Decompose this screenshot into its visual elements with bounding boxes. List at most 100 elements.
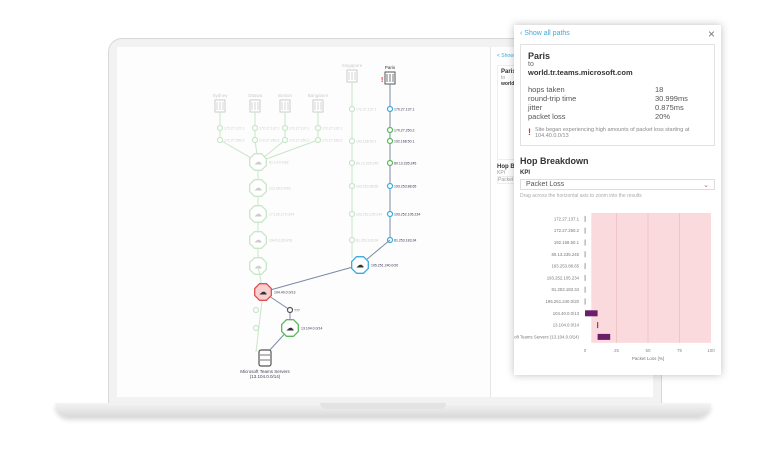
category-label: 13.104.0.0/14: [553, 323, 580, 328]
stat-row: jitter 0.875ms: [528, 103, 707, 112]
alert-icon: !: [381, 77, 383, 84]
category-label: 193.252.105.234: [547, 275, 580, 280]
bar: [585, 310, 598, 317]
hop-label: 193.252.105.234: [394, 213, 420, 217]
hop-node: [314, 136, 322, 144]
laptop-notch: [320, 403, 446, 409]
bar: [597, 333, 611, 340]
bar: [584, 263, 586, 270]
path-link: [255, 291, 264, 353]
bar: [597, 322, 599, 329]
network-cloud: [249, 231, 267, 249]
behind-kpi: KPI: [497, 170, 506, 176]
hop-node: [251, 124, 259, 132]
bar: [584, 274, 586, 281]
hop-label: 80.13.235.245: [394, 162, 416, 166]
close-icon[interactable]: ×: [707, 27, 715, 41]
category-label: 81.253.183.34: [552, 287, 580, 292]
cloud-icon: ☁: [286, 324, 294, 333]
chart-hint: Drag across the horizontal axis to zoom …: [520, 193, 642, 199]
server-icon: [258, 349, 272, 367]
hop-label: 172.27.250.2: [224, 139, 244, 143]
show-all-paths-link[interactable]: ‹ Show all paths: [520, 30, 570, 37]
hop-node: [348, 105, 356, 113]
hop-node: [386, 105, 394, 113]
hop-node: [348, 137, 356, 145]
hop-label: 172.27.137.1: [356, 108, 376, 112]
hop-label: 172.27.250.2: [259, 139, 279, 143]
cloud-label: 195.251.240.0/20: [371, 264, 398, 268]
behind-dest: world: [501, 81, 515, 87]
cloud-icon: ☁: [254, 236, 262, 245]
kpi-select[interactable]: Packet Loss⌄: [520, 179, 715, 190]
hop-label: 170.27.137.1: [394, 108, 414, 112]
destination-name: world.tr.teams.microsoft.com: [528, 68, 633, 77]
x-tick-label: 50: [645, 348, 651, 353]
alert-message: Site began experiencing high amounts of …: [535, 127, 690, 139]
path-link: [262, 264, 361, 293]
highlight-region: [591, 213, 711, 343]
network-cloud: [249, 179, 267, 197]
hop-node: [216, 136, 224, 144]
behind-title: Paris: [501, 69, 516, 75]
destination-label: Microsoft Teams Servers: [240, 369, 290, 374]
stat-value: 30.999ms: [655, 94, 688, 103]
category-label: 172.27.250.2: [554, 228, 580, 233]
path-summary-card: Paris to world.tr.teams.microsoft.com ho…: [520, 44, 715, 146]
behind-to: to: [501, 75, 506, 81]
hop-label: 192.168.50.1: [394, 140, 414, 144]
hop-node: [216, 124, 224, 132]
hop-label: 81.253.183.34: [356, 239, 378, 243]
source-label: Paris: [385, 65, 396, 70]
path-detail-panel: ‹ Show all paths × Paris to world.tr.tea…: [514, 25, 721, 375]
cloud-label: 212.28.0.0/16: [269, 187, 290, 191]
cloud-label: 61.14.0.0/18: [269, 161, 289, 165]
stat-label: jitter: [528, 103, 543, 112]
hop-node: [252, 306, 260, 314]
hop-label: 80.13.235.245: [356, 162, 378, 166]
source-label: Singapore: [342, 63, 363, 68]
cloud-label: 194.6.128.0/18: [269, 239, 292, 243]
x-tick-label: 0: [584, 348, 587, 353]
hop-node: [252, 324, 260, 332]
cloud-label: 13.104.0.0/14: [301, 327, 322, 331]
laptop-base: [55, 403, 711, 417]
hop-label: 193.252.105.234: [356, 213, 382, 217]
cloud-icon: ☁: [254, 158, 262, 167]
x-tick-label: 25: [614, 348, 620, 353]
hop-node: [386, 126, 394, 134]
hop-node: [348, 236, 356, 244]
hop-node: [348, 159, 356, 167]
behind-back-link[interactable]: < Show: [497, 53, 514, 59]
stat-row: packet loss 20%: [528, 112, 707, 121]
hop-breakdown-chart[interactable]: 172.27.137.1172.27.250.2192.168.50.180.1…: [514, 208, 721, 375]
kpi-select-value: Packet Loss: [526, 181, 565, 188]
cloud-icon: ☁: [254, 210, 262, 219]
bar: [584, 286, 586, 293]
stat-label: hops taken: [528, 85, 565, 94]
hop-node: [348, 182, 356, 190]
hop-node: [286, 306, 294, 314]
cloud-label: 17.136.172.0/24: [269, 213, 294, 217]
x-tick-label: 75: [677, 348, 683, 353]
source-label: Sydney: [212, 93, 228, 98]
network-cloud: [351, 256, 369, 274]
hop-label: 172.27.137.1: [322, 127, 342, 131]
stat-value: 0.875ms: [655, 103, 684, 112]
cloud-label: 104.40.0.0/13: [274, 291, 295, 295]
bar: [584, 298, 586, 305]
stat-value: 20%: [655, 112, 671, 121]
category-label: 104.40.0.0/13: [553, 311, 580, 316]
stat-label: packet loss: [528, 112, 566, 121]
hop-label: 172.27.137.1: [224, 127, 244, 131]
hop-label: 172.27.250.2: [289, 139, 309, 143]
cloud-icon: ☁: [259, 288, 267, 297]
hop-label: 172.27.137.1: [289, 127, 309, 131]
source-name: Paris: [528, 51, 551, 61]
hop-label: 170.27.250.2: [394, 129, 414, 133]
hop-node: [386, 137, 394, 145]
hop-label: 193.253.88.65: [394, 185, 416, 189]
